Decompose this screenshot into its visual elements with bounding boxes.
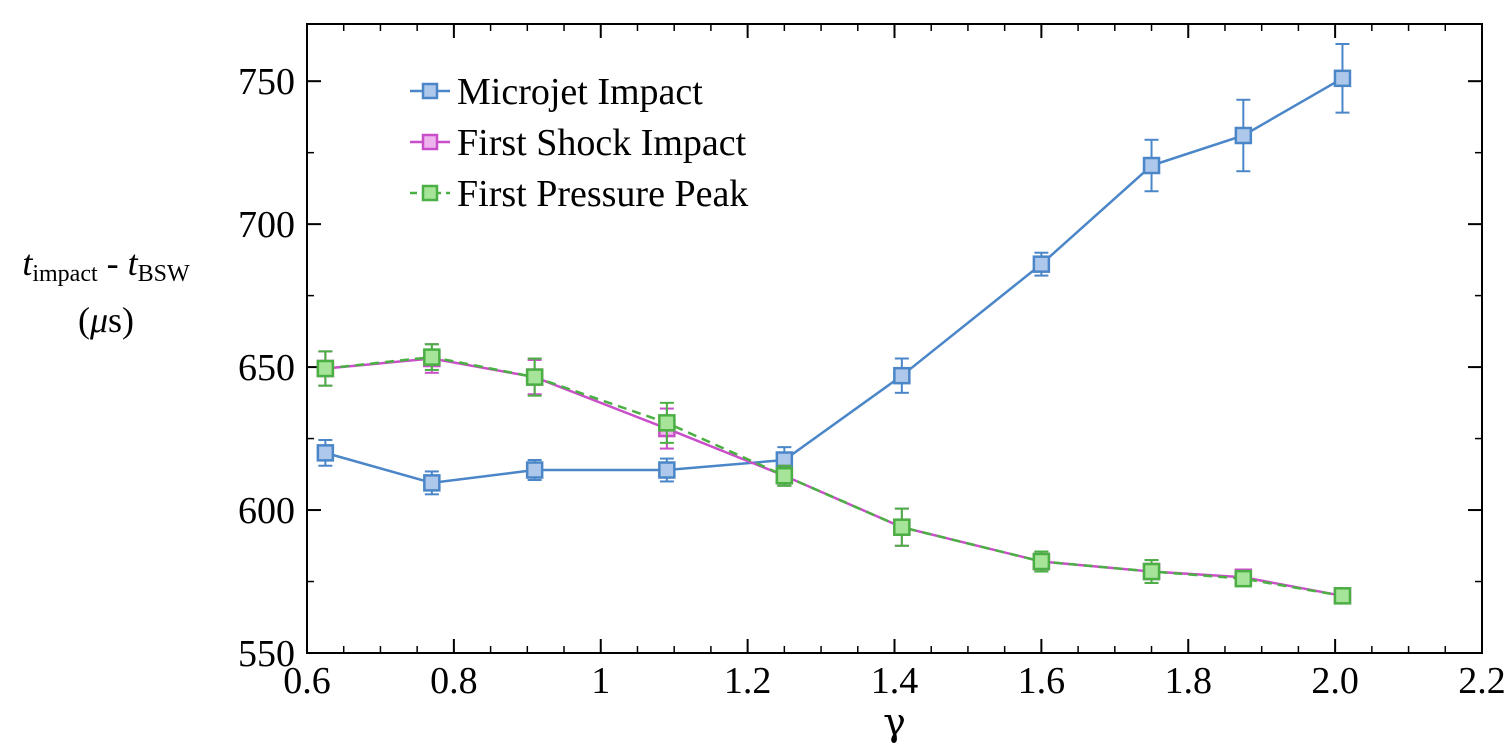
x-tick-label: 1	[591, 660, 610, 702]
y-axis-label-sep: -	[97, 243, 128, 283]
data-point	[1142, 562, 1161, 581]
plot-frame	[306, 23, 1483, 654]
y-axis-label-var2: t	[127, 243, 138, 283]
x-tick-label: 1.2	[724, 660, 772, 702]
data-point	[893, 518, 911, 536]
legend-label: Microjet Impact	[457, 71, 703, 113]
series-1	[316, 343, 1352, 605]
data-point	[525, 368, 544, 386]
x-tick-label: 1.6	[1018, 660, 1066, 702]
x-tick-label: 2.0	[1311, 660, 1359, 702]
legend-label: First Shock Impact	[457, 122, 747, 164]
y-tick-label: 700	[238, 204, 295, 246]
legend-marker	[421, 184, 439, 202]
data-point	[775, 466, 794, 485]
y-axis-unit-open: (	[77, 300, 90, 340]
data-point	[423, 474, 441, 492]
series-line	[325, 77, 1344, 485]
series-2	[316, 343, 1352, 605]
series-line	[325, 355, 1343, 598]
data-point	[1032, 255, 1051, 273]
legend-label: First Pressure Peak	[457, 173, 748, 215]
x-tick-label: 0.6	[283, 660, 331, 702]
y-tick-label: 650	[238, 347, 295, 389]
data-point	[423, 348, 441, 366]
x-tick-label: 1.4	[871, 660, 919, 702]
y-axis-label: timpact - tBSW (μs)	[0, 240, 212, 343]
x-axis-label: γ	[883, 700, 906, 744]
y-tick-label: 600	[238, 490, 295, 532]
y-tick-label: 750	[238, 61, 295, 103]
x-tick-label: 2.2	[1458, 660, 1506, 702]
axis-ticks: 0.6 0.8 1 1.2 1.4 1.6 1.8 2.0 2.2 550 600 650 700 750	[238, 24, 1506, 702]
data-point	[1333, 587, 1352, 605]
y-axis-label-var1: t	[22, 243, 33, 283]
data-point	[316, 359, 335, 378]
data-point	[316, 444, 335, 462]
y-tick-label: 550	[238, 633, 295, 675]
data-point	[893, 366, 911, 385]
data-point	[658, 414, 676, 432]
y-axis-label-sub1: impact	[32, 261, 98, 287]
x-tick-label: 1.8	[1165, 660, 1213, 702]
legend-marker	[421, 133, 439, 151]
data-point	[658, 461, 676, 479]
y-axis-unit-rest: s)	[108, 300, 135, 340]
data-point	[1234, 126, 1253, 145]
legend-marker	[421, 82, 439, 100]
series-layer	[316, 43, 1352, 605]
y-axis-unit: (μs)	[0, 297, 212, 343]
y-axis-unit-mu: μ	[89, 300, 109, 340]
data-point	[1333, 69, 1352, 88]
series-0	[316, 43, 1352, 496]
x-tick-label: 0.8	[430, 660, 478, 702]
y-axis-label-sub2: BSW	[137, 261, 190, 287]
data-point	[1142, 156, 1161, 175]
data-point	[1032, 552, 1051, 571]
data-point	[525, 461, 544, 479]
data-point	[1234, 569, 1253, 588]
